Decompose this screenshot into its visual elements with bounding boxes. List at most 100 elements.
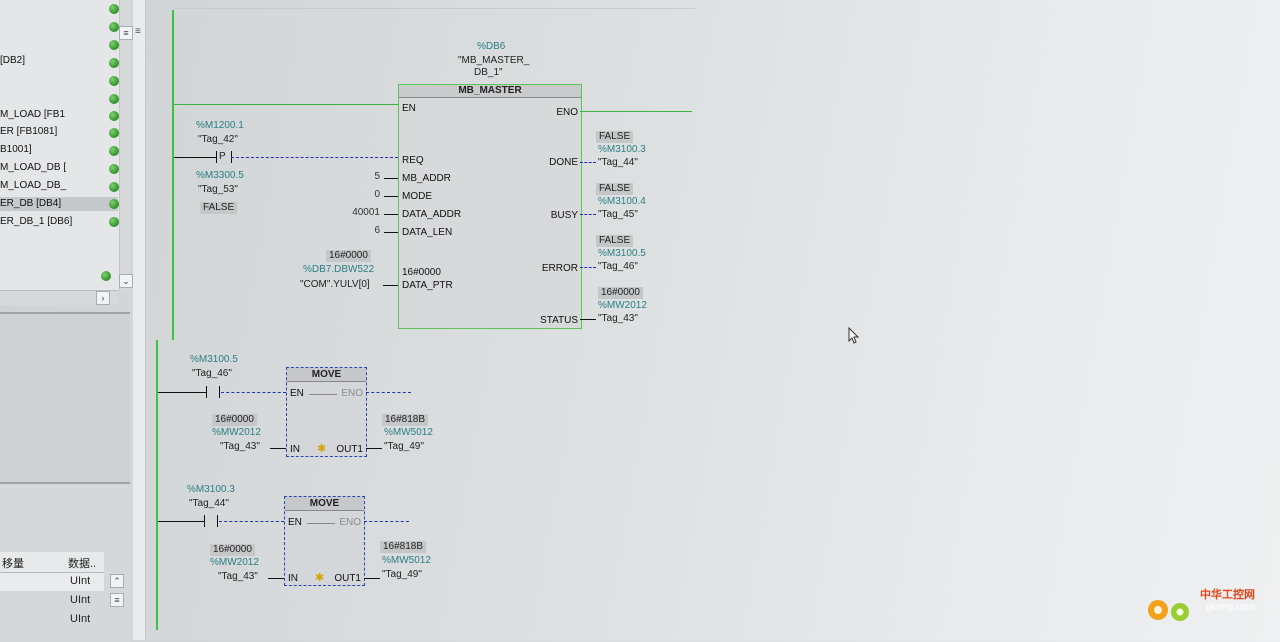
status-monitor: 16#0000 [598, 287, 643, 299]
input-wire [384, 178, 398, 179]
done-tag[interactable]: "Tag_44" [598, 157, 638, 168]
req-wire [174, 157, 216, 158]
input-wire [384, 214, 398, 215]
en-wire [221, 392, 286, 393]
out-operand[interactable]: %MW5012 [384, 427, 433, 438]
no-contact[interactable] [204, 515, 218, 527]
status-tag[interactable]: "Tag_43" [598, 313, 638, 324]
data-len-value[interactable]: 6 [374, 225, 380, 236]
table-row[interactable]: UInt [0, 592, 104, 610]
add-output-icon[interactable]: ✱ [315, 572, 325, 584]
tree-horizontal-scrollbar[interactable]: › [0, 290, 118, 305]
data-ptr-symbol[interactable]: "COM".YULV[0] [300, 279, 370, 290]
scroll-right-icon[interactable]: › [96, 291, 110, 305]
edge-tag[interactable]: "Tag_53" [198, 184, 238, 195]
pin-in: IN [290, 444, 300, 455]
pin-en: EN [402, 103, 416, 114]
column-datatype[interactable]: 数据.. [68, 558, 97, 570]
in-wire [270, 448, 286, 449]
tree-item[interactable]: [DB2] [0, 55, 26, 66]
error-tag[interactable]: "Tag_46" [598, 261, 638, 272]
block-title: MB_MASTER [399, 85, 581, 98]
mouse-cursor-icon [848, 327, 860, 344]
pin-mode: MODE [402, 191, 432, 202]
scroll-grip-icon[interactable]: ≡ [110, 593, 124, 607]
data-addr-value[interactable]: 40001 [352, 207, 380, 218]
tree-item-selected[interactable]: ER_DB [DB4] [0, 197, 118, 211]
gear-icon [1148, 600, 1189, 621]
done-operand[interactable]: %M3100.3 [598, 144, 646, 155]
pin-en: EN [290, 388, 304, 399]
details-panel [0, 312, 130, 482]
tree-scrollbar[interactable]: ≡ ⌄ [119, 0, 133, 290]
mode-value[interactable]: 0 [374, 189, 380, 200]
power-rail [156, 340, 158, 630]
in-operand[interactable]: %MW2012 [212, 427, 261, 438]
add-output-icon[interactable]: ✱ [317, 443, 327, 455]
table-row[interactable]: UInt [0, 573, 104, 591]
in-tag[interactable]: "Tag_43" [218, 571, 258, 582]
no-contact[interactable] [206, 386, 220, 398]
edge-monitor-value: FALSE [200, 202, 238, 214]
scroll-up-icon[interactable]: ⌃ [110, 574, 124, 588]
en-wire [219, 521, 284, 522]
power-rail [172, 10, 174, 340]
tree-item[interactable]: ER_DB_1 [DB6] [0, 216, 73, 227]
project-tree: [DB2] M_LOAD [FB1 ER [FB1081] B1001] M_L… [0, 0, 131, 290]
scroll-down-icon[interactable]: ⌄ [119, 274, 133, 288]
db-name-line1[interactable]: "MB_MASTER_ [458, 55, 530, 66]
pin-out1: OUT1 [334, 573, 361, 584]
datatype-cell: UInt [70, 575, 91, 587]
contact-tag[interactable]: "Tag_46" [192, 368, 232, 379]
db-operand[interactable]: %DB6 [477, 41, 506, 52]
busy-tag[interactable]: "Tag_45" [598, 209, 638, 220]
move-block[interactable]: MOVE EN ENO IN OUT1 ✱ [286, 367, 367, 457]
error-monitor: FALSE [596, 235, 634, 247]
table-header: 移量 数据.. [0, 552, 104, 573]
scroll-grip-icon[interactable]: ≡ [119, 26, 133, 40]
status-ok-icon [109, 128, 119, 138]
status-operand[interactable]: %MW2012 [598, 300, 647, 311]
out-monitor: 16#818B [382, 414, 429, 426]
error-operand[interactable]: %M3100.5 [598, 248, 646, 259]
tree-item[interactable]: M_LOAD_DB [ [0, 162, 67, 173]
contact-operand[interactable]: %M3100.5 [190, 354, 238, 365]
contact-tag[interactable]: "Tag_44" [189, 498, 229, 509]
table-row[interactable]: UInt [0, 611, 104, 629]
mb-addr-value[interactable]: 5 [374, 171, 380, 182]
req-operand[interactable]: %M1200.1 [196, 120, 244, 131]
edge-operand[interactable]: %M3300.5 [196, 170, 244, 181]
tree-item[interactable]: ER [FB1081] [0, 126, 58, 137]
in-tag[interactable]: "Tag_43" [220, 441, 260, 452]
status-ok-icon [109, 58, 119, 68]
busy-operand[interactable]: %M3100.4 [598, 196, 646, 207]
status-ok-icon [109, 22, 119, 32]
out-wire [366, 448, 382, 449]
req-tag[interactable]: "Tag_42" [198, 134, 238, 145]
datatype-cell: UInt [70, 613, 91, 625]
status-ok-icon [109, 146, 119, 156]
contact-operand[interactable]: %M3100.3 [187, 484, 235, 495]
mb-master-block[interactable]: MB_MASTER EN ENO REQ MB_ADDR MODE DATA_A… [398, 84, 582, 329]
data-ptr-operand[interactable]: %DB7.DBW522 [303, 264, 375, 275]
out-tag[interactable]: "Tag_49" [382, 569, 422, 580]
tree-item[interactable]: B1001] [0, 144, 32, 155]
out-tag[interactable]: "Tag_49" [384, 441, 424, 452]
move-block[interactable]: MOVE EN ENO IN OUT1 ✱ [284, 496, 365, 586]
eno-wire [366, 392, 411, 393]
column-offset[interactable]: 移量 [2, 558, 24, 570]
pin-req: REQ [402, 155, 424, 166]
in-operand[interactable]: %MW2012 [210, 557, 259, 568]
status-ok-icon [109, 164, 119, 174]
tree-item[interactable]: M_LOAD [FB1 [0, 109, 66, 120]
tree-item[interactable]: M_LOAD_DB_ [0, 180, 67, 191]
status-ok-icon [109, 199, 119, 209]
out-operand[interactable]: %MW5012 [382, 555, 431, 566]
pin-status: STATUS [540, 315, 578, 326]
out-monitor: 16#818B [380, 541, 427, 553]
p-edge-contact[interactable]: P [216, 151, 232, 163]
pin-data-len: DATA_LEN [402, 227, 453, 238]
pin-data-ptr: DATA_PTR [402, 280, 453, 291]
watermark-logo: 中华工控网 gkong.com [1140, 582, 1275, 634]
eno-wire [364, 521, 409, 522]
